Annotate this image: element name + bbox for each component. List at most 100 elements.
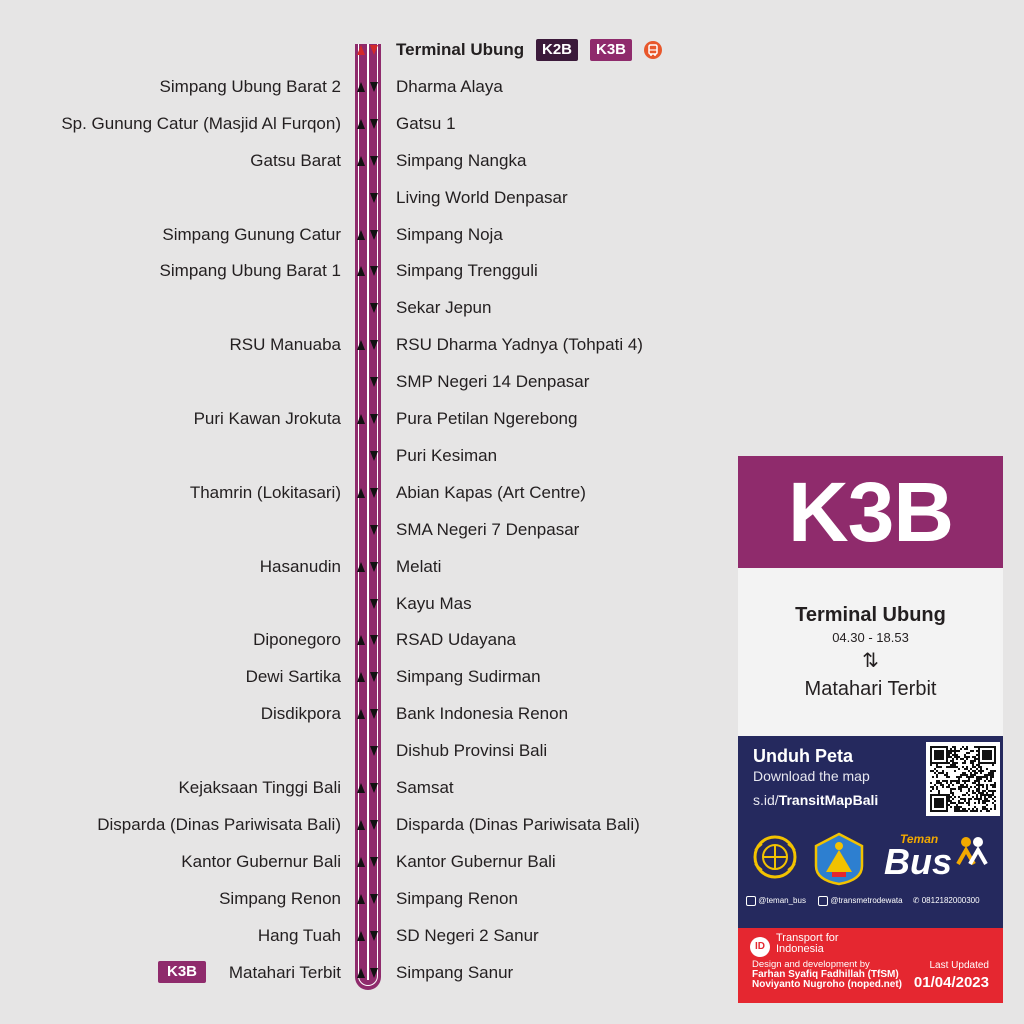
stop-label-inbound: Matahari Terbit: [228, 963, 341, 982]
stop-label-outbound: RSU Dharma Yadnya (Tohpati 4): [396, 335, 643, 354]
outbound-stop-marker-icon: [370, 119, 378, 129]
stop-label-inbound: Simpang Renon: [219, 889, 341, 908]
stop-label-outbound: Pura Petilan Ngerebong: [396, 409, 578, 428]
stop-label-inbound: RSU Manuaba: [229, 335, 341, 354]
bali-province-crest-icon: [812, 832, 866, 891]
inbound-stop-marker-icon: [357, 45, 365, 55]
outbound-stop-marker-icon: [370, 266, 378, 276]
outbound-stop-marker-icon: [370, 45, 378, 55]
inbound-stop-marker-icon: [357, 82, 365, 92]
outbound-stop-marker-icon: [370, 82, 378, 92]
phone-number[interactable]: 0812182000300: [921, 896, 980, 906]
stop-label-inbound: Simpang Ubung Barat 1: [159, 261, 341, 280]
teman-bus-logo-icon: Teman Bus: [882, 832, 994, 886]
outbound-stop-marker-icon: [370, 894, 378, 904]
bus-terminal-icon: [644, 41, 662, 59]
inbound-stop-marker-icon: [357, 488, 365, 498]
teman-bus-logo-big-text: Bus: [884, 841, 953, 882]
route-badge-k3b[interactable]: K3B: [590, 39, 633, 61]
stop-label-inbound: Diponegoro: [253, 630, 341, 649]
outbound-stop-marker-icon: [370, 672, 378, 682]
outbound-stop-marker-icon: [370, 931, 378, 941]
stop-label-outbound: Simpang Sudirman: [396, 667, 541, 686]
stop-label-outbound: Simpang Sanur: [396, 963, 514, 982]
credit-line-3: Noviyanto Nugroho (noped.net): [752, 979, 902, 990]
stop-label-outbound: Puri Kesiman: [396, 446, 498, 465]
stop-label-inbound: Hasanudin: [259, 557, 341, 576]
inbound-stop-marker-icon: [357, 635, 365, 645]
inbound-stop-marker-icon: [357, 672, 365, 682]
stop-label-inbound: Sp. Gunung Catur (Masjid Al Furqon): [61, 114, 341, 133]
stop-label-outbound: Simpang Nangka: [396, 151, 527, 170]
dishub-logo-icon: [750, 832, 800, 887]
stop-label-inbound: Puri Kawan Jrokuta: [193, 409, 341, 428]
stop-label-inbound: Gatsu Barat: [250, 151, 341, 170]
stop-label-outbound: Simpang Trengguli: [396, 261, 538, 280]
inbound-stop-marker-icon: [357, 857, 365, 867]
route-hours: 04.30 - 18.53: [832, 630, 909, 645]
instagram-handle-2[interactable]: @transmetrodewata: [830, 896, 903, 906]
outbound-stop-marker-icon: [370, 709, 378, 719]
route-destination: Matahari Terbit: [804, 678, 937, 700]
phone-icon: ✆: [912, 896, 920, 906]
design-credits: Design and development by Farhan Syafiq …: [752, 960, 902, 990]
outbound-stop-marker-icon: [370, 451, 378, 461]
stop-label-outbound: Sekar Jepun: [396, 298, 492, 317]
inbound-stop-marker-icon: [357, 894, 365, 904]
credit-line-2: Farhan Syafiq Fadhillah (TfSM): [752, 969, 899, 980]
stop-label-outbound: Abian Kapas (Art Centre): [396, 483, 586, 502]
stop-label-outbound: Terminal Ubung: [396, 40, 525, 59]
credits-section: ID Transport for Indonesia Design and de…: [738, 928, 1003, 1003]
stop-label-inbound: Thamrin (Lokitasari): [189, 483, 341, 502]
qr-code-icon[interactable]: [926, 742, 1000, 816]
outbound-stop-marker-icon: [370, 599, 378, 609]
stop-label-inbound: Disparda (Dinas Pariwisata Bali): [97, 815, 341, 834]
stop-label-outbound: Simpang Noja: [396, 225, 503, 244]
stop-label-outbound: Kantor Gubernur Bali: [396, 852, 556, 871]
stop-label-outbound: Disparda (Dinas Pariwisata Bali): [396, 815, 640, 834]
outbound-stop-marker-icon: [370, 303, 378, 313]
instagram-icon: [746, 896, 756, 906]
outbound-stop-marker-icon: [370, 156, 378, 166]
stop-label-inbound: Kejaksaan Tinggi Bali: [178, 778, 341, 797]
stop-label-outbound: RSAD Udayana: [396, 630, 517, 649]
stop-label-outbound: Living World Denpasar: [396, 188, 568, 207]
route-badge-k2b[interactable]: K2B: [536, 39, 579, 61]
stop-label-inbound: Dewi Sartika: [245, 667, 341, 686]
outbound-stop-marker-icon: [370, 968, 378, 978]
instagram-handle-1[interactable]: @teman_bus: [758, 896, 806, 906]
outbound-stop-marker-icon: [370, 857, 378, 867]
stop-label-outbound: Bank Indonesia Renon: [396, 704, 569, 723]
outbound-stop-marker-icon: [370, 414, 378, 424]
route-line-outline: [358, 44, 378, 986]
outbound-stop-marker-icon: [370, 230, 378, 240]
transport-for-indonesia-icon: ID: [750, 937, 770, 957]
stop-label-outbound: Melati: [396, 557, 442, 576]
stop-label-outbound: Dharma Alaya: [396, 77, 503, 96]
last-updated-label: Last Updated: [929, 960, 990, 971]
outbound-stop-marker-icon: [370, 525, 378, 535]
download-section: Unduh Peta Download the map s.id/Transit…: [738, 736, 1003, 928]
inbound-stop-marker-icon: [357, 968, 365, 978]
inbound-stop-marker-icon: [357, 931, 365, 941]
inbound-stop-marker-icon: [357, 414, 365, 424]
outbound-stop-marker-icon: [370, 340, 378, 350]
stop-label-inbound: Simpang Ubung Barat 2: [159, 77, 341, 96]
last-updated-date: 01/04/2023: [913, 974, 989, 991]
inbound-stop-marker-icon: [357, 230, 365, 240]
route-badge-k3b-end[interactable]: K3B: [158, 961, 206, 983]
stop-label-outbound: SMA Negeri 7 Denpasar: [396, 520, 580, 539]
route-origin: Terminal Ubung: [795, 604, 946, 626]
panel-route-summary: Terminal Ubung 04.30 - 18.53 ⇅ Matahari …: [738, 568, 1003, 736]
inbound-stop-marker-icon: [357, 783, 365, 793]
download-link[interactable]: s.id/TransitMapBali: [753, 792, 878, 808]
download-subtitle: Download the map: [753, 768, 870, 784]
stop-label-outbound: Simpang Renon: [396, 889, 518, 908]
stop-label-outbound: Dishub Provinsi Bali: [396, 741, 548, 760]
stop-label-outbound: SD Negeri 2 Sanur: [396, 926, 539, 945]
route-code: K3B: [787, 465, 954, 559]
outbound-stop-marker-icon: [370, 783, 378, 793]
panel-header: K3B: [738, 456, 1003, 568]
stop-label-outbound: SMP Negeri 14 Denpasar: [396, 372, 590, 391]
outbound-stop-marker-icon: [370, 488, 378, 498]
